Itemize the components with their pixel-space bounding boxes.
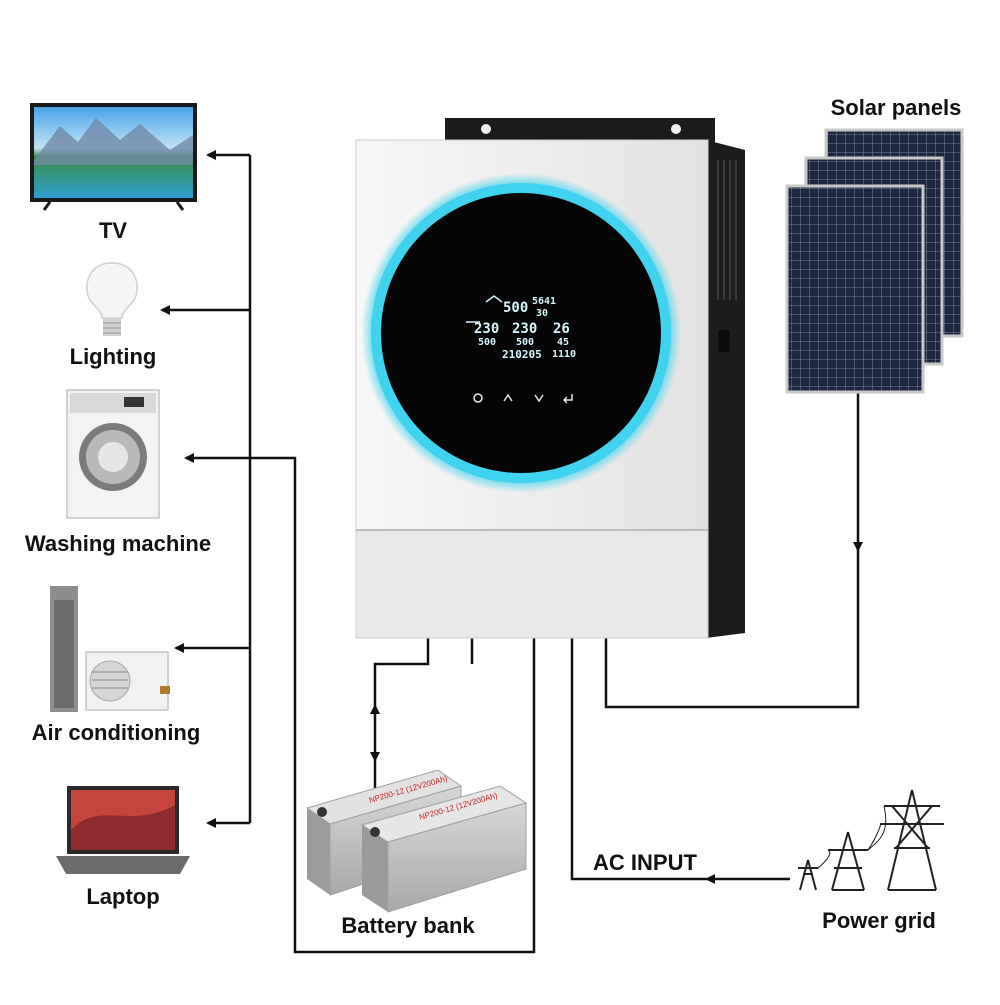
lcd-val-1c: 30	[536, 308, 548, 319]
battery-bank-label: Battery bank	[341, 913, 475, 938]
lcd-readout: 500 5641 30 230 230 26 500 500 45 210205…	[466, 295, 576, 361]
ac-input-label: AC INPUT	[593, 850, 697, 875]
washing-machine-label: Washing machine	[24, 531, 212, 556]
air-conditioner-icon	[50, 586, 170, 712]
display-face	[381, 193, 661, 473]
lcd-val-2b: 230	[512, 321, 537, 337]
battery-bank-icon: NP200-12 (12V200Ah) NP200-12 (12V200Ah)	[305, 769, 528, 913]
washing-machine-icon	[66, 389, 160, 519]
air-conditioning-label: Air conditioning	[31, 720, 201, 745]
lcd-val-2c: 26	[553, 321, 570, 337]
wire-battery-pos	[373, 635, 430, 712]
inverter-lower-cover	[355, 529, 709, 639]
solar-panels	[785, 128, 964, 394]
heatsink-side	[706, 140, 745, 638]
lighting-label: Lighting	[69, 344, 157, 369]
lcd-val-2a: 230	[474, 321, 499, 337]
lcd-val-4b: 1110	[552, 349, 576, 360]
lcd-val-3a: 500	[478, 337, 496, 348]
lcd-val-1a: 500	[503, 300, 528, 316]
lcd-val-1b: 5641	[532, 296, 556, 307]
touch-buttons	[473, 393, 573, 404]
tv-icon	[30, 103, 197, 211]
power-grid-icon	[798, 789, 944, 891]
laptop-icon	[56, 786, 190, 874]
power-icon	[473, 393, 483, 403]
lcd-val-3b: 500	[516, 337, 534, 348]
lcd-val-3c: 45	[557, 337, 569, 348]
inverter: 500 5641 30 230 230 26 500 500 45 210205…	[355, 118, 745, 639]
power-grid-label: Power grid	[822, 908, 936, 933]
enter-icon	[562, 394, 573, 404]
wire-output-loop	[184, 453, 536, 954]
tv-label: TV	[98, 218, 128, 243]
wire-solar-in	[604, 550, 860, 709]
solar-panels-label: Solar panels	[830, 95, 962, 120]
up-icon	[503, 393, 513, 402]
lcd-val-4a: 210205	[502, 348, 542, 361]
down-icon	[534, 394, 544, 403]
wire-ac-input	[570, 635, 707, 881]
laptop-label: Laptop	[86, 884, 160, 909]
wiring	[160, 150, 863, 954]
light-bulb-icon	[86, 262, 138, 336]
